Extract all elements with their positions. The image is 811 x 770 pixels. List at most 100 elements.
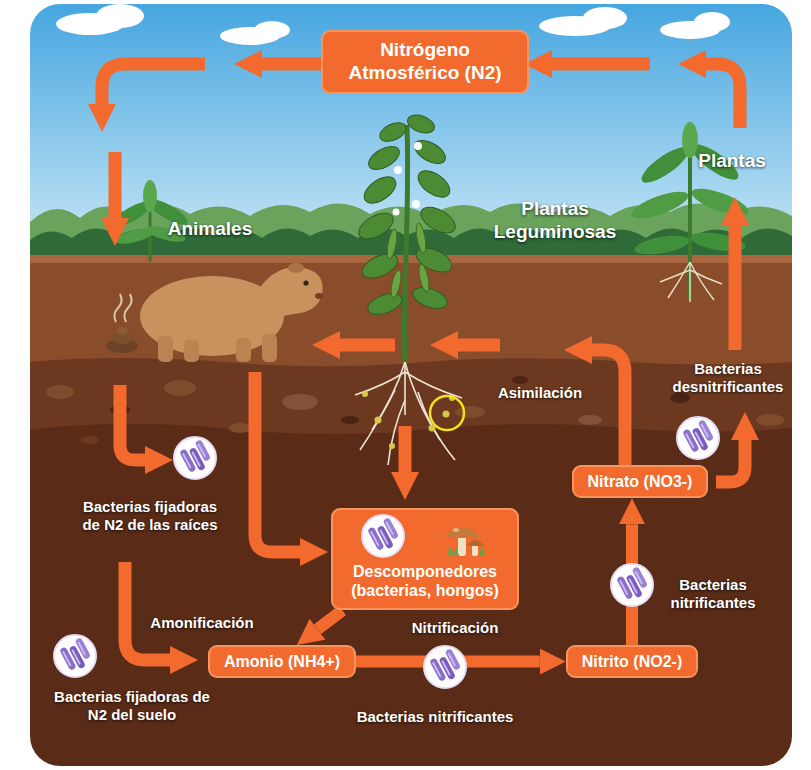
process-label: Bacterias desnitrificantes bbox=[664, 360, 792, 396]
mushroom-icon bbox=[458, 536, 466, 556]
cycle-arrows bbox=[109, 152, 122, 218]
legume-plant bbox=[430, 396, 464, 430]
mushroom-icon bbox=[443, 527, 481, 538]
legume-plant bbox=[377, 119, 409, 145]
cycle-arrows bbox=[399, 426, 412, 472]
legume-plant bbox=[404, 125, 407, 362]
soil-edge bbox=[30, 255, 792, 263]
cycle-arrows bbox=[729, 225, 742, 350]
legume-plant bbox=[355, 112, 460, 319]
bacteria-icon bbox=[424, 646, 466, 688]
cycle-arrows bbox=[120, 385, 145, 460]
dung bbox=[114, 294, 131, 322]
stones bbox=[341, 416, 359, 424]
right-plant bbox=[689, 262, 691, 302]
cycle-arrows bbox=[592, 350, 625, 466]
legume-plant bbox=[389, 269, 403, 298]
process-box: Nitrato (NO3-) bbox=[572, 465, 709, 498]
legume-plant bbox=[411, 136, 449, 169]
scene bbox=[30, 4, 792, 766]
cycle-arrows bbox=[102, 64, 205, 104]
legume-plant bbox=[365, 142, 403, 175]
legume-plant bbox=[360, 390, 395, 450]
cycle-arrows bbox=[716, 440, 745, 482]
process-label: Nitrificación bbox=[395, 619, 515, 637]
flow-arrow bbox=[356, 656, 540, 668]
legume-plant bbox=[405, 112, 437, 137]
process-box: Descomponedores (bacterias, hongos) bbox=[331, 508, 519, 610]
cycle-arrows bbox=[262, 58, 328, 71]
stones bbox=[282, 394, 318, 410]
legume-plant bbox=[410, 283, 450, 312]
right-plant bbox=[682, 122, 698, 158]
capybara bbox=[315, 293, 323, 299]
stones bbox=[578, 415, 602, 425]
capybara bbox=[236, 338, 251, 362]
clouds bbox=[694, 12, 730, 32]
right-plant bbox=[690, 270, 722, 284]
process-box: Nitrito (NO2-) bbox=[566, 645, 698, 678]
cycle-arrows bbox=[125, 562, 170, 660]
box-text: Nitrato (NO3-) bbox=[588, 472, 693, 491]
legume-plant bbox=[412, 200, 420, 208]
legume-plant bbox=[355, 112, 464, 465]
capybara bbox=[158, 336, 173, 362]
cycle-arrows bbox=[706, 64, 740, 128]
right-plant bbox=[690, 262, 714, 300]
cycle-arrows bbox=[340, 339, 395, 352]
process-label: Bacterias fijadoras de N2 del suelo bbox=[47, 688, 217, 724]
bacteria-icon bbox=[611, 564, 653, 606]
mushroom-icon bbox=[472, 544, 478, 556]
bacteria-icon bbox=[174, 437, 216, 479]
process-box: Nitrógeno Atmosférico (N2) bbox=[321, 30, 529, 94]
box-text: Amonio (NH4+) bbox=[224, 652, 340, 671]
box-text: Nitrógeno Atmosférico (N2) bbox=[337, 39, 513, 85]
stones bbox=[512, 376, 528, 384]
legume-plant bbox=[365, 289, 405, 318]
mushroom-icon bbox=[453, 528, 459, 532]
legume-plant bbox=[394, 166, 402, 174]
right-plant bbox=[660, 270, 690, 282]
left-plant bbox=[143, 180, 157, 212]
cycle-arrows bbox=[458, 339, 500, 352]
stones bbox=[756, 414, 784, 426]
legume-plant bbox=[389, 443, 395, 449]
legume-plant bbox=[405, 372, 462, 398]
bacteria-icon bbox=[362, 515, 404, 557]
stones bbox=[46, 385, 74, 399]
right-plant bbox=[660, 262, 722, 302]
flow-arrow bbox=[626, 524, 638, 645]
box-text: Descomponedores (bacterias, hongos) bbox=[345, 562, 505, 600]
process-label: Amonificación bbox=[137, 614, 267, 632]
legume-plant bbox=[414, 223, 427, 254]
clouds bbox=[96, 4, 144, 28]
legume-plant bbox=[404, 362, 406, 415]
dung bbox=[116, 327, 128, 335]
bacteria-icon bbox=[54, 417, 719, 677]
sky bbox=[30, 4, 792, 266]
mushroom-icon bbox=[448, 548, 484, 556]
topsoil bbox=[30, 258, 792, 366]
right-plant bbox=[689, 183, 752, 220]
legume-plant bbox=[362, 391, 368, 397]
stones bbox=[455, 406, 485, 418]
process-label: Plantas Leguminosas bbox=[475, 198, 635, 244]
capybara bbox=[288, 263, 304, 273]
process-label: Bacterias fijadoras de N2 de las raíces bbox=[78, 498, 223, 534]
capybara bbox=[303, 280, 308, 285]
legume-plant bbox=[393, 142, 423, 216]
bacteria-icon bbox=[362, 515, 653, 688]
clouds bbox=[583, 7, 627, 29]
process-box: Amonio (NH4+) bbox=[208, 645, 356, 678]
dung bbox=[106, 294, 138, 353]
capybara bbox=[184, 340, 199, 362]
legume-plant bbox=[414, 142, 422, 150]
legume-plant bbox=[417, 263, 431, 292]
flow-arrow bbox=[317, 610, 342, 629]
right-plant bbox=[629, 186, 692, 223]
legume-plant bbox=[443, 411, 450, 418]
legume-plant bbox=[360, 171, 401, 208]
stones bbox=[164, 380, 196, 396]
